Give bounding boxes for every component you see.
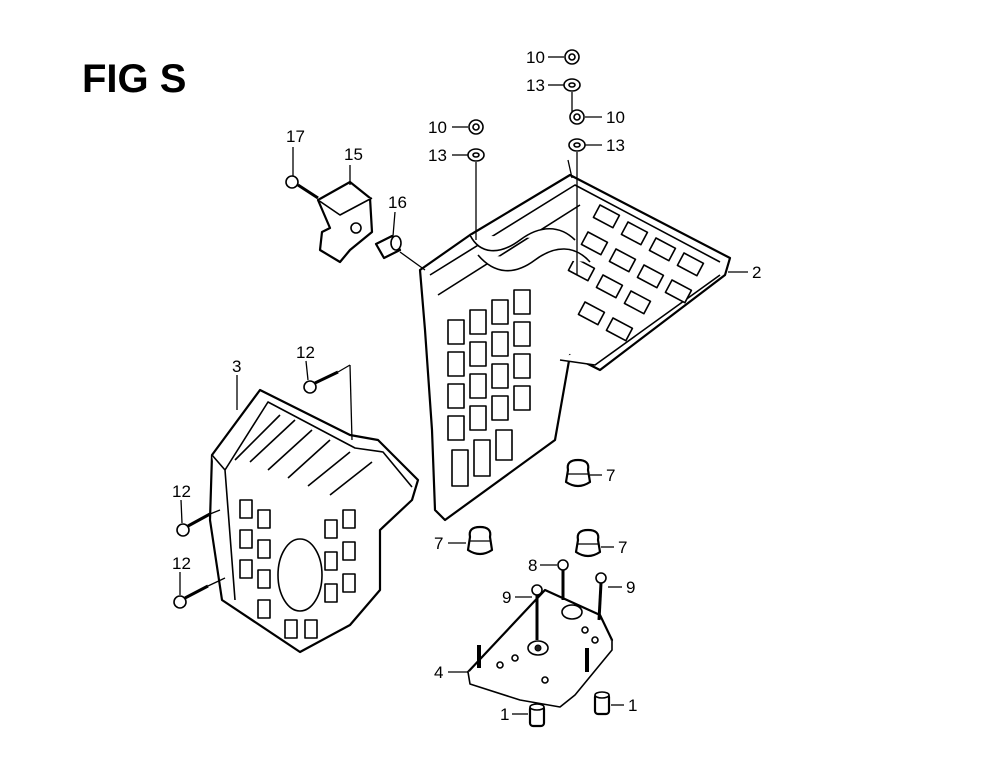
part-7-mount-c — [574, 528, 602, 558]
part-17-screw — [285, 175, 319, 200]
part-1-collar-b — [593, 691, 611, 716]
part-10-nut-b — [569, 109, 585, 125]
callout-7-b: 7 — [434, 534, 443, 553]
part-8-bolt — [557, 559, 569, 600]
figure-title: FIG S — [82, 57, 186, 101]
callout-7-a: 7 — [606, 466, 615, 485]
callout-4: 4 — [434, 663, 443, 682]
callout-1-b: 1 — [628, 696, 637, 715]
callout-17: 17 — [286, 127, 305, 146]
part-7-mount-a — [564, 458, 592, 488]
part-4-base-plate — [466, 588, 614, 708]
callout-leaders — [179, 56, 748, 715]
callout-7-c: 7 — [618, 538, 627, 557]
callout-2: 2 — [752, 263, 761, 282]
callout-12-top: 12 — [296, 343, 315, 362]
part-13-washer-c — [467, 148, 485, 162]
callout-10-top: 10 — [526, 48, 545, 67]
part-12-bolt-a — [303, 370, 339, 394]
callout-10-right: 10 — [606, 108, 625, 127]
callout-13-left: 13 — [428, 146, 447, 165]
part-13-washer-a — [563, 78, 581, 92]
callout-9-left: 9 — [502, 588, 511, 607]
callout-10-left: 10 — [428, 118, 447, 137]
callout-16: 16 — [388, 193, 407, 212]
part-3-housing — [208, 388, 420, 654]
part-16-spacer — [374, 234, 402, 260]
part-10-nut-c — [468, 119, 484, 135]
callout-13-top: 13 — [526, 76, 545, 95]
housing-grid — [239, 499, 356, 639]
assembly-lines — [207, 92, 578, 587]
callout-1-a: 1 — [500, 705, 509, 724]
frame-grid-top — [567, 204, 705, 342]
frame-grid-side — [447, 289, 531, 487]
part-9-bolt-left — [531, 584, 543, 640]
callout-labels: 17 15 16 10 13 10 13 10 13 2 3 12 12 12 … — [172, 48, 761, 724]
part-13-washer-b — [568, 138, 586, 152]
part-2-frame — [418, 173, 732, 522]
callout-9-right: 9 — [626, 578, 635, 597]
callout-8: 8 — [528, 556, 537, 575]
part-12-bolt-b — [176, 512, 211, 537]
callout-12-bottom: 12 — [172, 554, 191, 573]
callout-12-mid: 12 — [172, 482, 191, 501]
part-9-bolt-right — [595, 572, 607, 621]
callout-13-right: 13 — [606, 136, 625, 155]
part-12-bolt-c — [173, 584, 209, 609]
callout-3: 3 — [232, 357, 241, 376]
part-1-collar-a — [528, 703, 546, 728]
part-7-mount-b — [466, 525, 494, 556]
part-15-clip — [316, 180, 374, 264]
callout-15: 15 — [344, 145, 363, 164]
part-10-nut-a — [564, 49, 580, 65]
